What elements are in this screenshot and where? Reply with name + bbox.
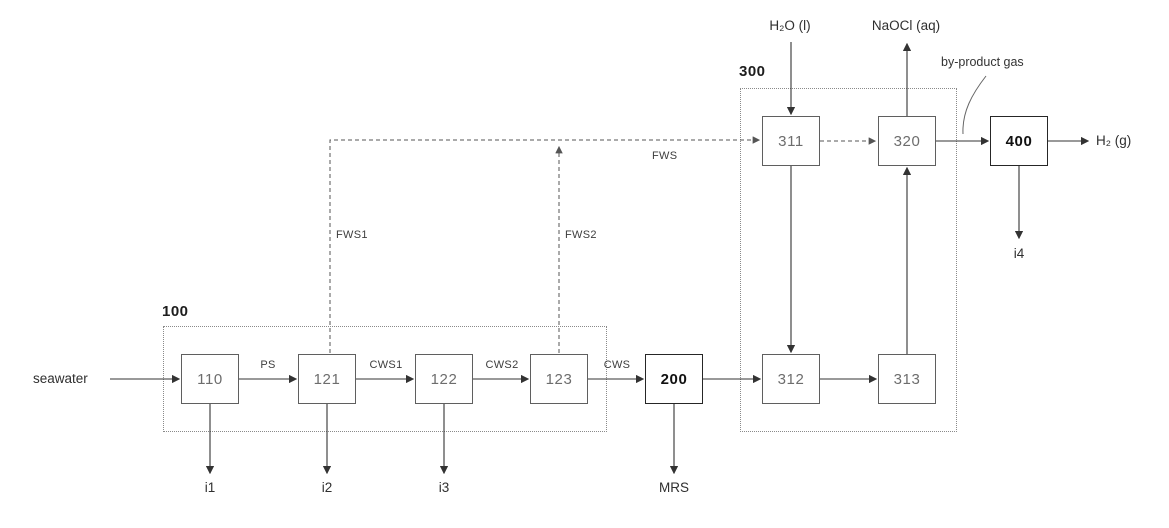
group-300-outline	[740, 88, 957, 432]
naocl-output-label: NaOCl (aq)	[871, 18, 941, 33]
node-311: 311	[762, 116, 820, 166]
seawater-input-label: seawater	[33, 371, 88, 386]
node-123: 123	[530, 354, 588, 404]
stream-cws2-label: CWS2	[485, 359, 519, 371]
node-320: 320	[878, 116, 936, 166]
group-300-label: 300	[739, 63, 766, 80]
node-110: 110	[181, 354, 239, 404]
stream-fws2-label: FWS2	[565, 229, 597, 241]
node-200: 200	[645, 354, 703, 404]
h2o-input-label: H₂O (l)	[769, 18, 811, 33]
node-312: 312	[762, 354, 820, 404]
byproduct-gas-label: by-product gas	[941, 55, 1024, 69]
i3-output-label: i3	[438, 480, 450, 495]
stream-cws-label: CWS	[603, 359, 631, 371]
i4-output-label: i4	[1013, 246, 1025, 261]
node-122: 122	[415, 354, 473, 404]
h2-output-label: H₂ (g)	[1096, 133, 1132, 148]
node-313: 313	[878, 354, 936, 404]
node-400: 400	[990, 116, 1048, 166]
node-121: 121	[298, 354, 356, 404]
stream-ps-label: PS	[260, 359, 276, 371]
dashed-fws1-header-to-311	[329, 136, 761, 353]
mrs-output-label: MRS	[659, 480, 689, 495]
i1-output-label: i1	[204, 480, 216, 495]
stream-fws1-label: FWS1	[336, 229, 368, 241]
group-100-label: 100	[162, 303, 189, 320]
stream-cws1-label: CWS1	[369, 359, 403, 371]
i2-output-label: i2	[321, 480, 333, 495]
stream-fws-label: FWS	[652, 150, 678, 162]
byproduct-gas-leader-line	[962, 75, 987, 135]
